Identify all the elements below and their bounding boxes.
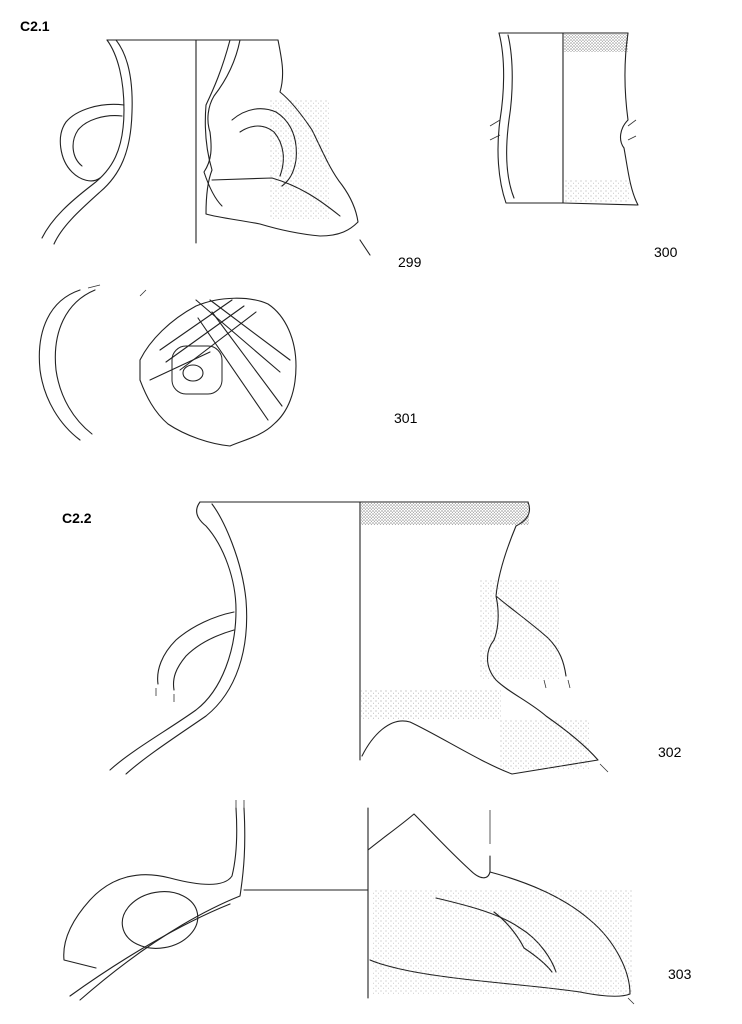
sherd-drawing-300 xyxy=(489,32,639,206)
sherd-drawing-299 xyxy=(41,39,371,256)
sherd-drawing-302 xyxy=(109,501,609,775)
figure-number-301: 301 xyxy=(394,410,418,426)
section-label-c2-2: C2.2 xyxy=(62,510,92,526)
section-label-c2-1: C2.1 xyxy=(20,18,50,34)
figure-number-302: 302 xyxy=(658,744,682,760)
figure-number-299: 299 xyxy=(398,254,422,270)
figure-number-303: 303 xyxy=(668,966,692,982)
figure-number-300: 300 xyxy=(654,244,678,260)
sherd-drawing-303 xyxy=(63,800,635,1005)
sherd-drawing-301 xyxy=(38,284,297,447)
